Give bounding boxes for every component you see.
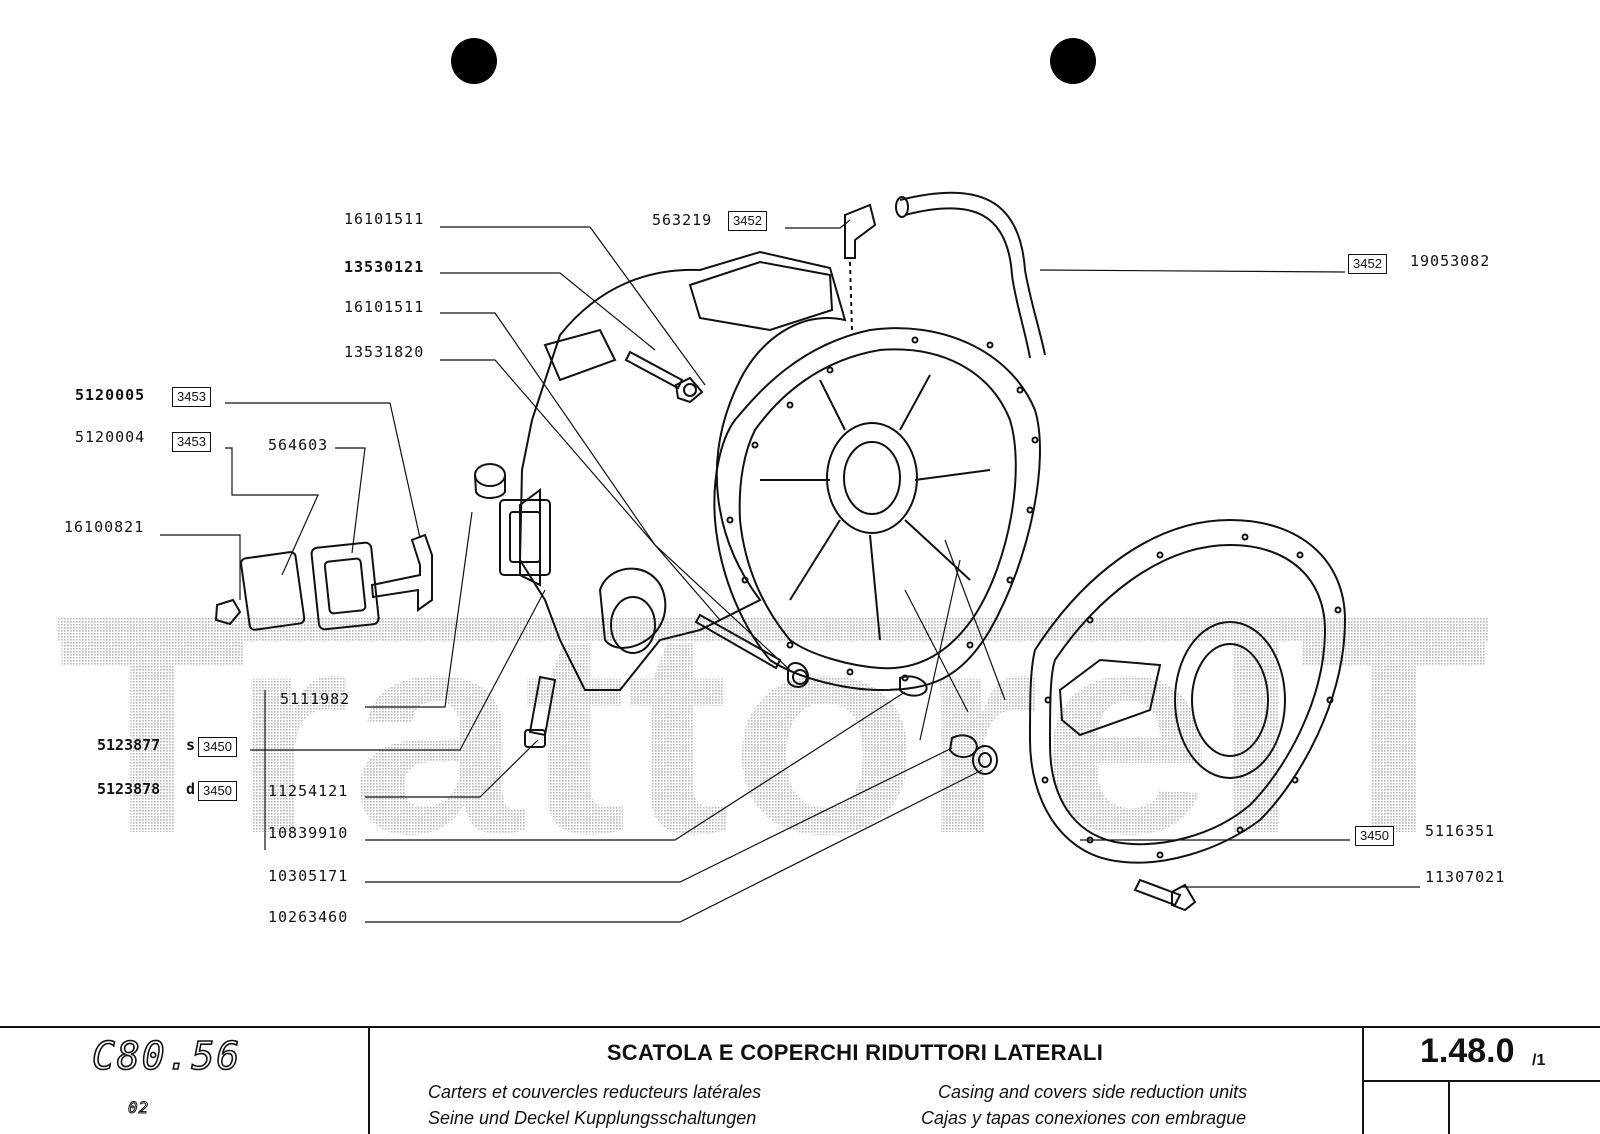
breather-hose [844, 191, 1046, 359]
callout-11254121: 11254121 [268, 782, 349, 800]
footer-top-rule [0, 1026, 1600, 1028]
ref-box-5123877: 3450 [198, 737, 237, 757]
callout-5123878: 5123878 [97, 780, 161, 798]
ref-box-5116351: 3450 [1355, 826, 1394, 846]
callout-5123877-side: s [186, 736, 196, 754]
callout-5111982: 5111982 [280, 690, 351, 708]
ref-box-5120005: 3453 [172, 387, 211, 407]
callout-16100821: 16100821 [64, 518, 145, 536]
exploded-parts-diagram [160, 191, 1420, 923]
callout-16101511-b: 16101511 [344, 298, 425, 316]
page-title: SCATOLA E COPERCHI RIDUTTORI LATERALI [606, 1040, 1104, 1065]
callout-563219: 563219 [652, 211, 713, 229]
callout-5123877: 5123877 [97, 736, 161, 754]
footer-page-divider [1448, 1080, 1450, 1134]
inspection-cover-set [214, 463, 506, 631]
binder-hole-left [451, 38, 497, 84]
subtitle-fr: Carters et couvercles reducteurs latéral… [428, 1082, 762, 1102]
callout-13530121: 13530121 [344, 258, 425, 276]
callout-13531820: 13531820 [344, 343, 425, 361]
page-number-suffix: /1 [1532, 1052, 1546, 1069]
subtitle-en: Casing and covers side reduction units [938, 1082, 1248, 1102]
callout-10839910: 10839910 [268, 824, 349, 842]
side-cover [1028, 518, 1347, 864]
callout-10305171: 10305171 [268, 867, 349, 885]
ref-box-5123878: 3450 [198, 781, 237, 801]
footer-divider-left [368, 1026, 370, 1134]
callout-19053082: 19053082 [1410, 252, 1491, 270]
footer-page-rule [1362, 1080, 1600, 1082]
callout-564603: 564603 [268, 436, 329, 454]
gearbox-casing [499, 250, 847, 691]
subtitle-de: Seine und Deckel Kupplungsschaltungen [428, 1108, 757, 1128]
page-number: 1.48.0 [1420, 1032, 1515, 1070]
casing-flange [713, 327, 1041, 692]
callout-5123878-side: d [186, 780, 196, 798]
callout-11307021: 11307021 [1425, 868, 1506, 886]
ref-box-563219: 3452 [728, 211, 767, 231]
callout-5116351: 5116351 [1425, 822, 1496, 840]
callout-16101511-a: 16101511 [344, 210, 425, 228]
model-sub-code: 02 [127, 1098, 150, 1118]
binder-hole-right [1050, 38, 1096, 84]
ref-box-5120004: 3453 [172, 432, 211, 452]
callout-5120005: 5120005 [75, 386, 146, 404]
studs-and-nuts [524, 350, 1197, 912]
model-code: C80.56 [91, 1033, 242, 1079]
subtitle-es: Cajas y tapas conexiones con embrague [921, 1108, 1247, 1128]
leader-lines [160, 219, 1420, 923]
ref-box-19053082: 3452 [1348, 254, 1387, 274]
callout-10263460: 10263460 [268, 908, 349, 926]
callout-5120004: 5120004 [75, 428, 146, 446]
